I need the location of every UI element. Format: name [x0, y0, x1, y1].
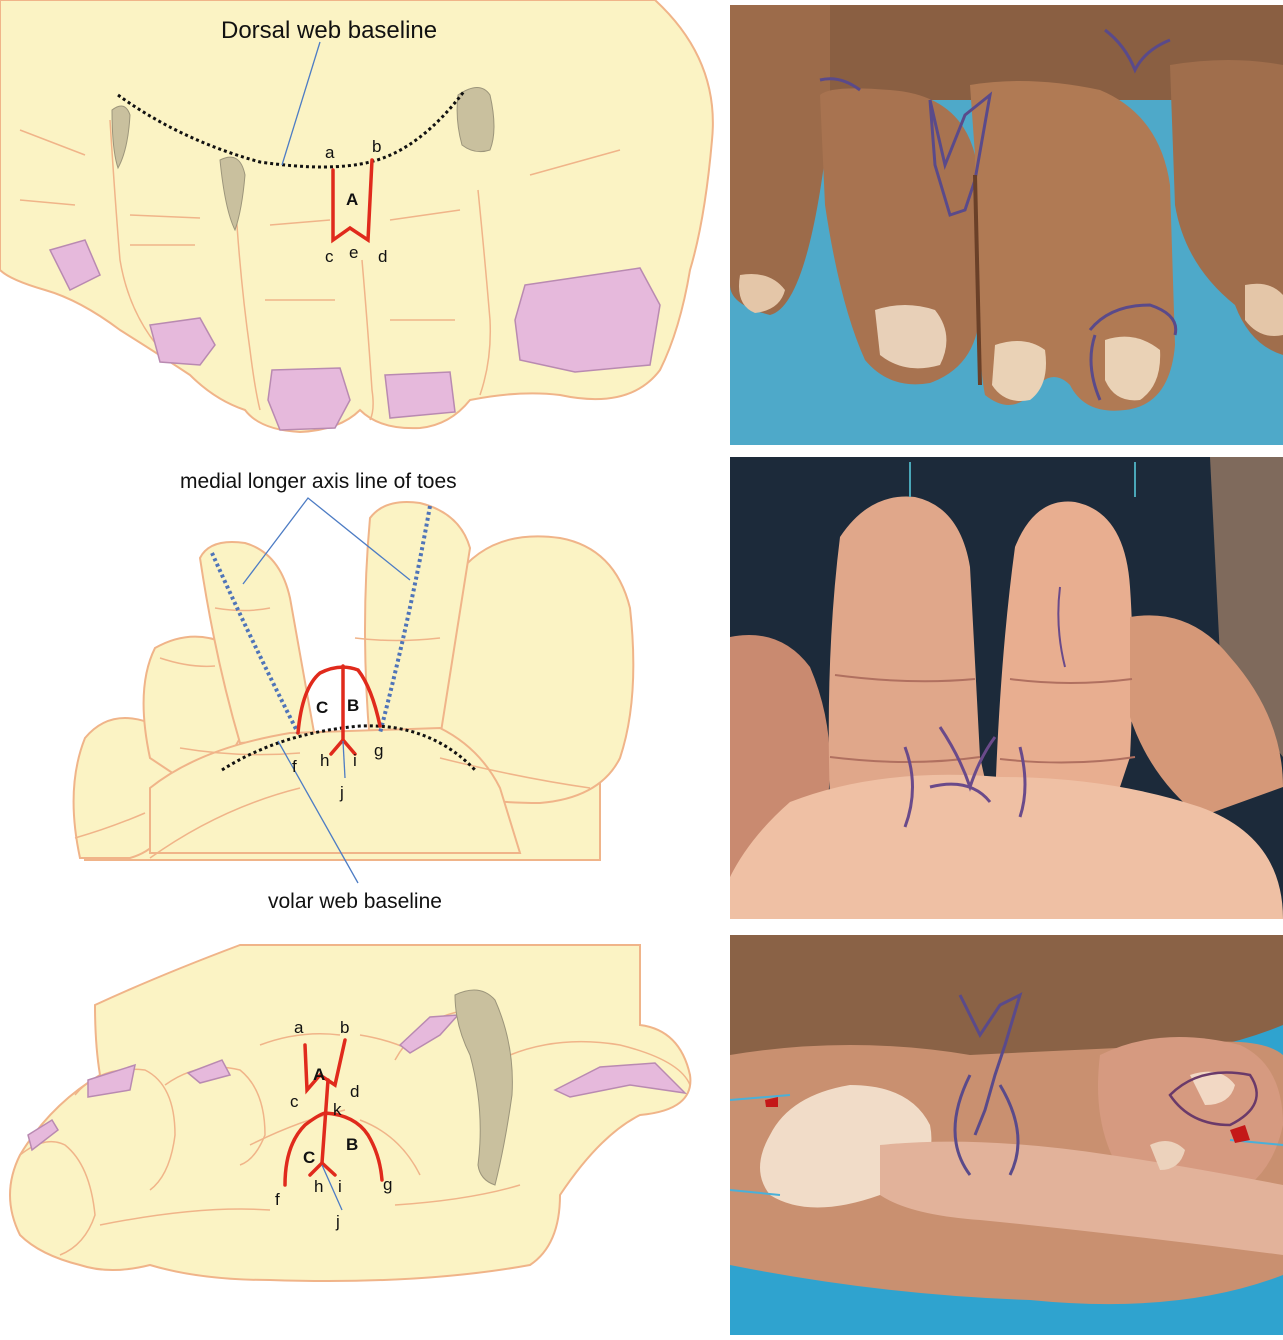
photo1-svg [730, 5, 1283, 445]
flap-b-label: B [347, 696, 359, 715]
oblique-point-f-label: f [275, 1190, 280, 1209]
point-f-label: f [292, 757, 297, 776]
point-j-label: j [339, 783, 344, 802]
volar-view-svg: medial longer axis line of toes volar we… [0, 458, 720, 923]
nail-toe-1 [515, 268, 660, 372]
oblique-point-h-label: h [314, 1177, 323, 1196]
nail-toe-3 [268, 368, 350, 430]
point-c-label: c [325, 247, 334, 266]
point-e-label: e [349, 243, 358, 262]
oblique-flap-a-label: A [313, 1065, 325, 1084]
volar-clinical-photo [730, 457, 1283, 919]
oblique-point-c-label: c [290, 1092, 299, 1111]
photo1-nail-2a [992, 341, 1046, 401]
photo1-nail-3 [875, 305, 946, 368]
oblique-flap-b-label: B [346, 1135, 358, 1154]
photo2-toe-right [995, 502, 1133, 802]
flap-a-label: A [346, 190, 358, 209]
oblique-point-b-label: b [340, 1018, 349, 1037]
axis-line-caption: medial longer axis line of toes [180, 470, 457, 493]
point-a-label: a [325, 143, 335, 162]
point-b-label: b [372, 137, 381, 156]
oblique-foot-outline [10, 945, 690, 1281]
oblique-view-svg: A C B a b c d k f g h i j [0, 935, 720, 1335]
dorsal-clinical-photo [730, 5, 1283, 445]
point-i-label: i [353, 751, 357, 770]
nail-toe-2 [385, 372, 455, 418]
oblique-point-a-label: a [294, 1018, 304, 1037]
volar-view-diagram: medial longer axis line of toes volar we… [0, 458, 720, 923]
oblique-point-i-label: i [338, 1177, 342, 1196]
web-shadow-3 [457, 88, 494, 152]
oblique-point-k-label: k [333, 1100, 342, 1119]
dorsal-view-svg: Dorsal web baseline A a b c e d [0, 0, 720, 445]
photo2-svg [730, 457, 1283, 919]
flap-c-label: C [316, 698, 328, 717]
dorsal-web-baseline-label: Dorsal web baseline [221, 17, 437, 44]
oblique-point-j-label: j [335, 1212, 340, 1231]
dorsal-view-diagram: Dorsal web baseline A a b c e d [0, 0, 720, 445]
oblique-point-g-label: g [383, 1175, 392, 1194]
oblique-flap-c-label: C [303, 1148, 315, 1167]
oblique-clinical-photo [730, 935, 1283, 1335]
point-d-label: d [378, 247, 387, 266]
volar-web-baseline-caption: volar web baseline [268, 890, 442, 913]
photo3-svg [730, 935, 1283, 1335]
oblique-point-d-label: d [350, 1082, 359, 1101]
point-g-label: g [374, 741, 383, 760]
oblique-view-diagram: A C B a b c d k f g h i j [0, 935, 720, 1335]
point-h-label: h [320, 751, 329, 770]
